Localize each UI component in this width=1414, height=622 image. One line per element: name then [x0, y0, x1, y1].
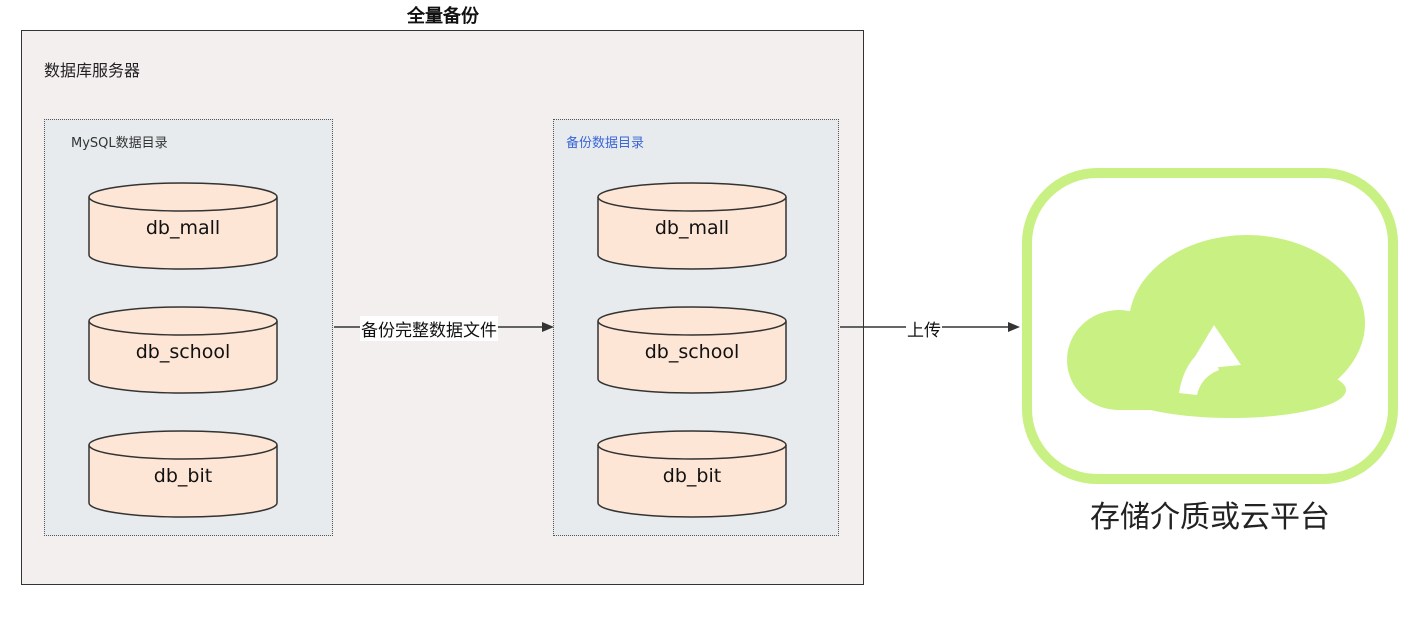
- cylinder-shape-icon: [88, 306, 278, 394]
- db-cylinder-backup-bit: db_bit: [597, 430, 787, 518]
- cylinder-shape-icon: [88, 182, 278, 270]
- database-server-label: 数据库服务器: [44, 61, 141, 80]
- cylinder-shape-icon: [597, 182, 787, 270]
- db-name: db_school: [644, 341, 740, 363]
- backup-edge-label: 备份完整数据文件: [360, 316, 498, 341]
- db-name: db_bit: [662, 465, 722, 487]
- mysql-data-dir-label: MySQL数据目录: [71, 136, 168, 151]
- storage-label: 存储介质或云平台: [1090, 500, 1330, 535]
- upload-edge-label: 上传: [906, 316, 942, 341]
- diagram-title: 全量备份: [407, 6, 479, 27]
- db-cylinder-source-school: db_school: [88, 306, 278, 394]
- db-cylinder-backup-school: db_school: [597, 306, 787, 394]
- db-cylinder-backup-mall: db_mall: [597, 182, 787, 270]
- cylinder-shape-icon: [597, 430, 787, 518]
- db-name: db_school: [135, 341, 231, 363]
- db-name: db_bit: [153, 465, 213, 487]
- db-cylinder-source-bit: db_bit: [88, 430, 278, 518]
- backup-data-dir-label: 备份数据目录: [566, 136, 645, 151]
- db-name: db_mall: [654, 217, 730, 239]
- db-name: db_mall: [145, 217, 221, 239]
- cylinder-shape-icon: [597, 306, 787, 394]
- db-cylinder-source-mall: db_mall: [88, 182, 278, 270]
- cylinder-shape-icon: [88, 430, 278, 518]
- cloud-storage-icon: [1019, 165, 1401, 487]
